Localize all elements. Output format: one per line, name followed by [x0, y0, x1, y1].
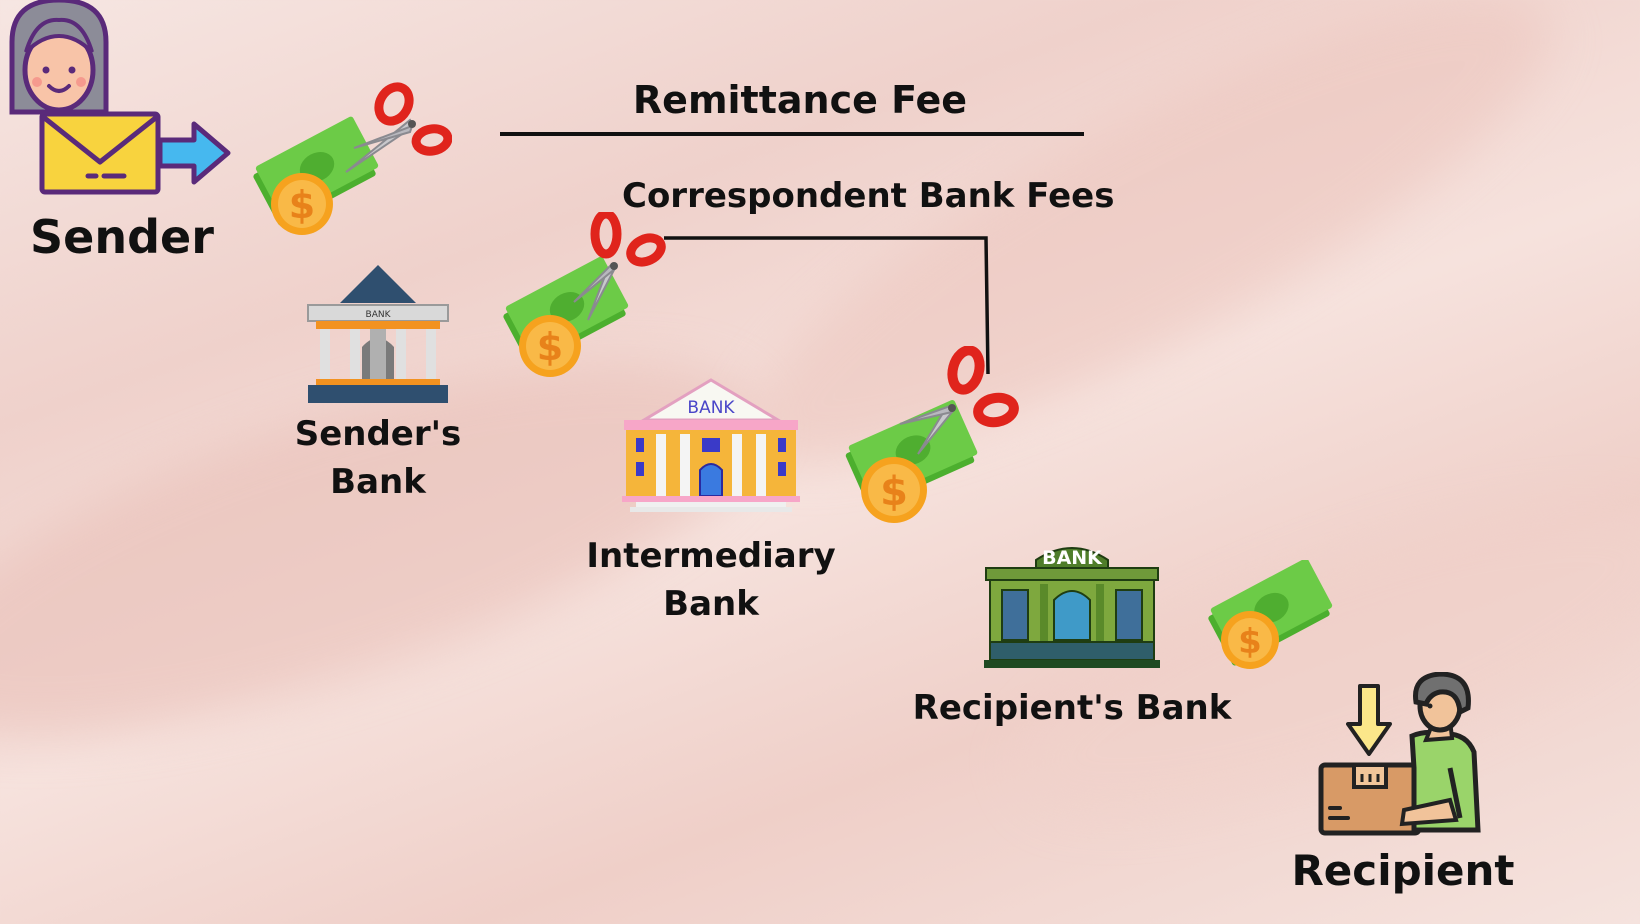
sender-avatar-icon — [6, 0, 112, 116]
intermediary-bank-label-line1: Intermediary — [580, 536, 842, 576]
correspondent-bank-fees-label: Correspondent Bank Fees — [622, 176, 1062, 216]
scissors-icon — [568, 212, 670, 324]
arrow-right-icon — [156, 120, 232, 186]
remittance-fee-label: Remittance Fee — [580, 78, 1020, 122]
delivery-person-icon — [1396, 672, 1486, 834]
scissors-icon — [340, 82, 452, 176]
senders-bank-sign: BANK — [366, 310, 392, 320]
intermediary-bank-sign: BANK — [687, 398, 735, 418]
sender-label: Sender — [30, 210, 200, 264]
recipients-bank-icon: BANK — [984, 538, 1160, 672]
scissors-icon — [896, 346, 1020, 458]
senders-bank-label-line1: Sender's — [286, 414, 470, 454]
svg-text:$: $ — [1238, 622, 1262, 662]
envelope-icon — [38, 110, 162, 196]
money-coin-icon: $ — [1204, 560, 1334, 676]
svg-text:$: $ — [537, 325, 563, 369]
senders-bank-icon: BANK — [306, 263, 450, 405]
arrow-down-icon — [1346, 684, 1392, 756]
remittance-fee-line — [500, 132, 1084, 136]
svg-text:$: $ — [880, 469, 908, 515]
recipients-bank-sign: BANK — [1042, 547, 1103, 569]
intermediary-bank-icon: BANK — [622, 378, 800, 512]
recipient-label: Recipient — [1280, 846, 1526, 895]
recipients-bank-label: Recipient's Bank — [900, 688, 1244, 728]
intermediary-bank-label-line2: Bank — [580, 584, 842, 624]
svg-text:$: $ — [289, 183, 315, 227]
senders-bank-label-line2: Bank — [286, 462, 470, 502]
